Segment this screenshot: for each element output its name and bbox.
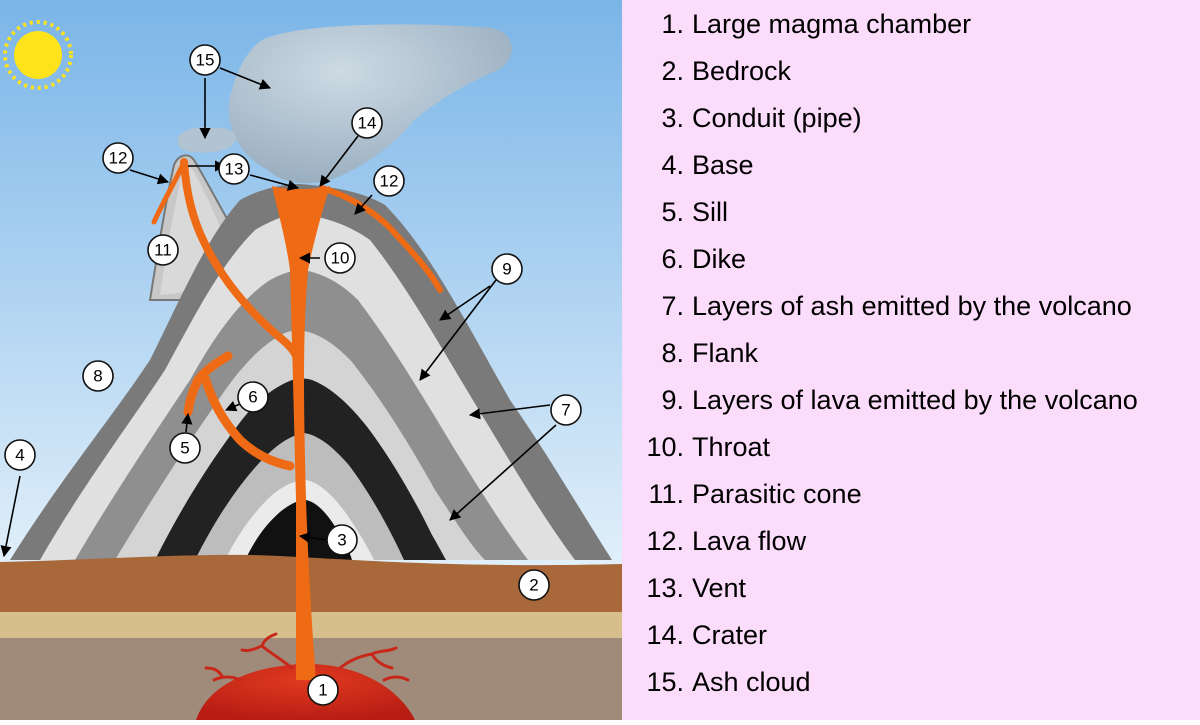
callout-5: 5 — [169, 432, 201, 464]
svg-text:10: 10 — [331, 249, 350, 268]
svg-text:5: 5 — [180, 439, 189, 458]
svg-text:12: 12 — [380, 172, 399, 191]
svg-text:13: 13 — [225, 160, 244, 179]
callout-13: 13 — [218, 153, 250, 185]
legend-item-3: 3.Conduit (pipe) — [661, 103, 862, 133]
dike — [200, 373, 295, 471]
svg-text:4: 4 — [15, 446, 24, 465]
legend-item-2: 2.Bedrock — [661, 56, 792, 86]
svg-text:3: 3 — [337, 531, 346, 550]
parasitic-pipe — [180, 158, 300, 360]
callout-11: 11 — [147, 234, 179, 266]
svg-text:11: 11 — [154, 241, 172, 260]
legend-item-10: 10.Throat — [646, 432, 771, 462]
legend-item-4: 4.Base — [661, 150, 754, 180]
small-ash-cloud — [177, 127, 237, 153]
callout-6: 6 — [237, 381, 269, 413]
callout-2: 2 — [518, 569, 550, 601]
svg-text:2: 2 — [529, 576, 538, 595]
legend-item-6: 6.Dike — [661, 244, 747, 274]
lava-flows — [151, 158, 443, 471]
callout-14: 14 — [351, 107, 383, 139]
callout-12-right: 12 — [373, 165, 405, 197]
callout-10: 10 — [324, 242, 356, 274]
legend-item-1: 1.Large magma chamber — [661, 9, 972, 39]
callout-4: 4 — [4, 439, 36, 471]
svg-text:6: 6 — [248, 388, 257, 407]
svg-text:14: 14 — [358, 114, 377, 133]
callout-9: 9 — [491, 253, 523, 285]
legend-panel: 1.Large magma chamber 2.Bedrock 3.Condui… — [622, 0, 1200, 720]
volcano-diagram: 15 14 13 12 12 11 10 9 8 7 6 5 4 3 2 1 — [0, 0, 622, 720]
magma-veins — [204, 632, 410, 682]
volcano-illustration: 15 14 13 12 12 11 10 9 8 7 6 5 4 3 2 1 — [0, 0, 622, 720]
lava-flow-right — [319, 185, 443, 293]
callout-7: 7 — [550, 394, 582, 426]
callout-3: 3 — [326, 524, 358, 556]
legend-item-7: 7.Layers of ash emitted by the volcano — [661, 291, 1132, 321]
legend-item-11: 11.Parasitic cone — [648, 479, 862, 509]
bedrock — [0, 554, 622, 612]
ash-cloud — [228, 24, 512, 184]
callout-15: 15 — [189, 44, 221, 76]
callout-1: 1 — [307, 674, 339, 706]
svg-text:15: 15 — [196, 51, 215, 70]
svg-text:7: 7 — [561, 401, 570, 420]
callout-8: 8 — [82, 360, 114, 392]
magma-chamber — [196, 663, 415, 720]
sill — [183, 351, 233, 417]
legend-item-14: 14.Crater — [646, 620, 768, 650]
conduit — [272, 186, 330, 680]
svg-text:9: 9 — [502, 260, 511, 279]
legend-item-12: 12.Lava flow — [646, 526, 807, 556]
callout-12-left: 12 — [102, 142, 134, 174]
legend-item-5: 5.Sill — [661, 197, 729, 227]
svg-text:1: 1 — [318, 681, 327, 700]
svg-text:8: 8 — [93, 367, 102, 386]
legend-item-13: 13.Vent — [646, 573, 747, 603]
legend-item-9: 9.Layers of lava emitted by the volcano — [661, 385, 1138, 415]
sun-icon — [3, 20, 73, 90]
legend-item-8: 8.Flank — [661, 338, 759, 368]
legend-item-15: 15.Ash cloud — [646, 667, 811, 697]
svg-text:12: 12 — [109, 149, 128, 168]
